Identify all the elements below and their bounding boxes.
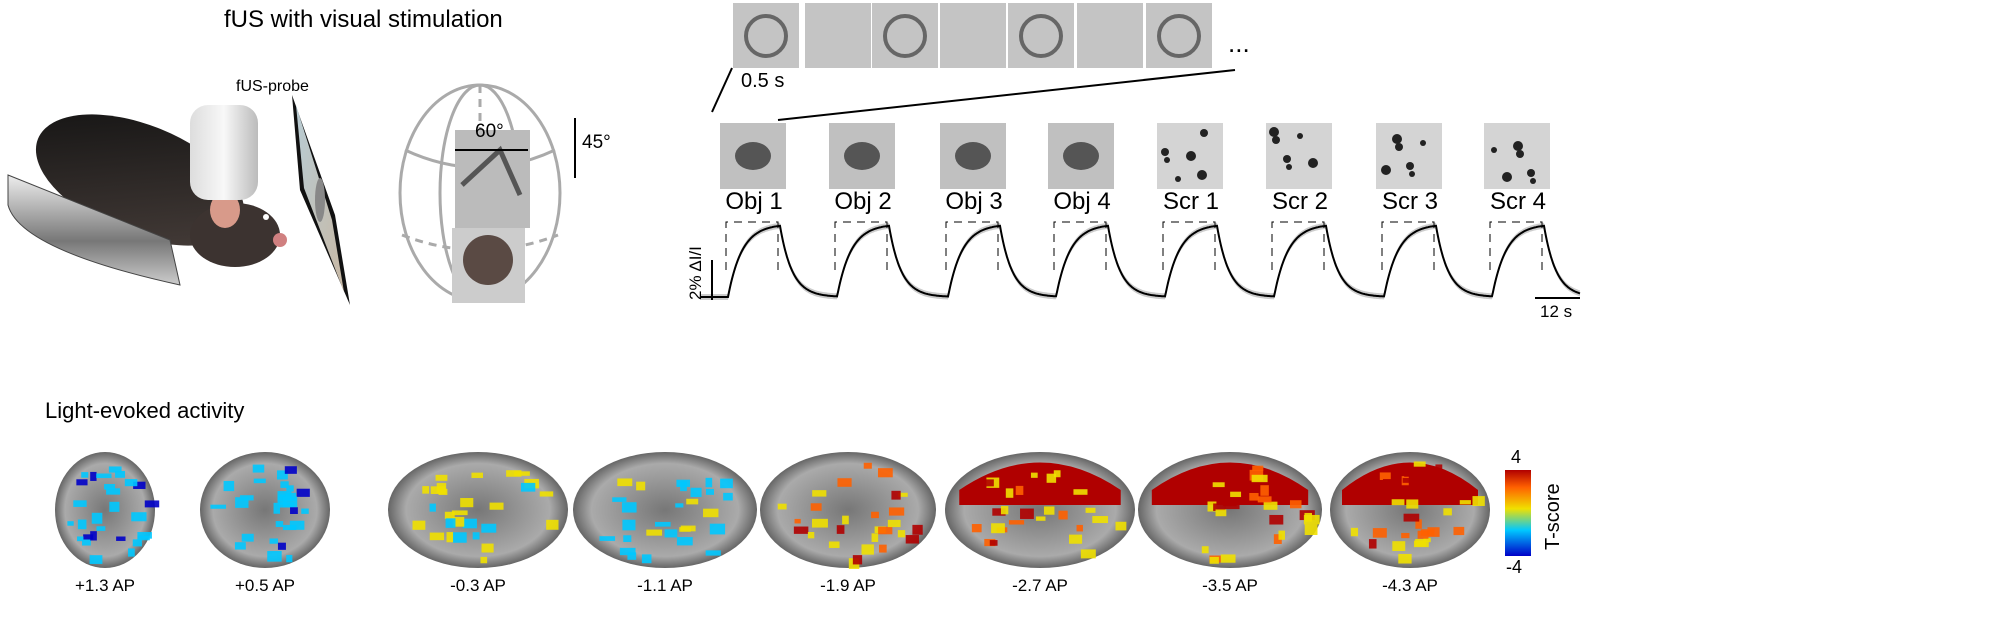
frame-duration-label: 0.5 s [741, 70, 785, 92]
eagle-icon [1063, 142, 1099, 170]
brain-slice [200, 452, 330, 568]
stimulus-image-1 [720, 123, 786, 189]
ap-label: -3.5 AP [1202, 576, 1258, 595]
setup-title: fUS with visual stimulation [224, 6, 503, 33]
ap-label: +1.3 AP [74, 576, 136, 595]
visual-field-sphere-icon [398, 83, 576, 303]
stimulus-label: Obj 3 [945, 188, 1003, 215]
stimulus-window [725, 221, 779, 270]
stimulus-sequence [700, 3, 1581, 300]
sequence-frame-table [1146, 3, 1212, 68]
sequence-frame-deer [733, 3, 799, 68]
monitor-icon [292, 95, 350, 305]
sequence-ellipsis: ... [1228, 28, 1250, 58]
table-icon [1157, 14, 1201, 58]
washing-machine-icon [735, 142, 771, 170]
sequence-frame-gray [940, 3, 1006, 68]
mouse-icon [955, 142, 991, 170]
stimulus-label: Scr 3 [1381, 188, 1439, 215]
brain-slice [388, 452, 568, 568]
angle-horizontal-label: 60° [475, 121, 504, 142]
stimulus-window [1271, 221, 1325, 270]
y-scale-label: 2% ΔI/I [686, 246, 705, 300]
stimulus-window [1381, 221, 1435, 270]
brain-slice [760, 452, 936, 569]
activity-title: Light-evoked activity [45, 398, 245, 423]
ap-label: +0.5 AP [234, 576, 296, 595]
stimulus-image-5 [1157, 123, 1223, 189]
camera-icon [1019, 14, 1063, 58]
response-trace [700, 224, 1581, 298]
stimulus-image-7 [1376, 123, 1442, 189]
stimulus-label: Obj 1 [725, 188, 783, 215]
brain-slice [945, 452, 1135, 568]
x-scale-label: 12 s [1540, 302, 1573, 321]
colorbar [1505, 470, 1531, 556]
stimulus-window [834, 221, 888, 270]
ap-label: -1.9 AP [820, 576, 876, 595]
stimulus-window [1489, 221, 1543, 270]
stimulus-label: Obj 2 [834, 188, 892, 215]
stimulus-image-8 [1484, 123, 1550, 189]
colorbar-max: 4 [1511, 447, 1522, 467]
deer-icon [744, 14, 788, 58]
stimulus-label: Scr 2 [1271, 188, 1329, 215]
brain-slice [1138, 452, 1322, 568]
brain-slice [573, 452, 757, 568]
ap-label: -0.3 AP [450, 576, 506, 595]
stimulus-image-4 [1048, 123, 1114, 189]
stimulus-label: Scr 1 [1162, 188, 1220, 215]
ap-label: -1.1 AP [637, 576, 693, 595]
stimulus-image-2 [829, 123, 895, 189]
probe-label: fUS-probe [236, 78, 309, 95]
brain-slice [55, 452, 160, 568]
mouse-in-tube-icon [7, 105, 287, 286]
ap-label: -4.3 AP [1382, 576, 1438, 595]
setup-illustration [7, 83, 576, 305]
sequence-frame-steering-wheel [872, 3, 938, 68]
steering-wheel-icon [883, 14, 927, 58]
sequence-frame-gray [1077, 3, 1143, 68]
ap-label: -2.7 AP [1012, 576, 1068, 595]
colorbar-label: T-score [1542, 483, 1564, 550]
angle-vertical-label: 45° [582, 132, 611, 153]
stimulus-window [945, 221, 999, 270]
stimulus-image-6 [1266, 123, 1332, 189]
brain-slice [1330, 452, 1490, 568]
sequence-frame-gray [805, 3, 871, 68]
stimulus-label: Scr 4 [1489, 188, 1547, 215]
stimulus-window [1162, 221, 1216, 270]
pan-icon [844, 142, 880, 170]
stimulus-label: Obj 4 [1053, 188, 1111, 215]
colorbar-min: -4 [1506, 557, 1523, 577]
sequence-frame-camera [1008, 3, 1074, 68]
stimulus-image-3 [940, 123, 1006, 189]
stimulus-window [1053, 221, 1107, 270]
